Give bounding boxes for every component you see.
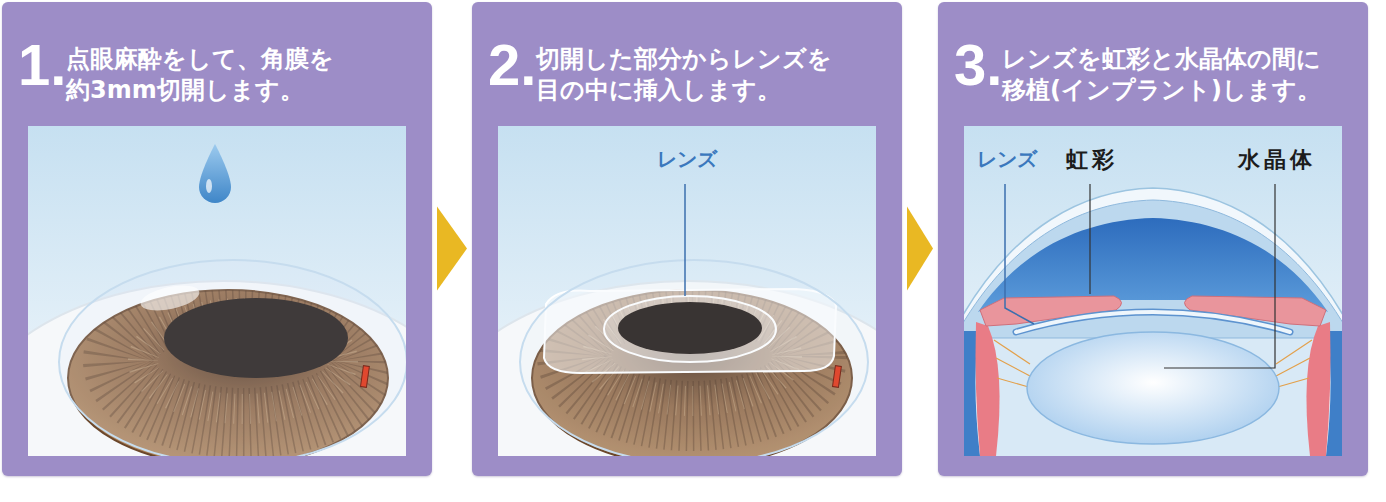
step-number: 2.: [488, 36, 536, 94]
step-arrow: [437, 207, 467, 291]
step-panel: 2.切開した部分からレンズを 目の中に挿入します。: [472, 2, 902, 476]
step-number: 3.: [954, 36, 1002, 94]
arrow-head: [437, 207, 467, 291]
posterior-area: [986, 326, 1320, 456]
step-description: 点眼麻酔をして、角膜を 約3mm切開します。: [66, 44, 338, 106]
step-description: レンズを虹彩と水晶体の間に 移植(インプラント)します。: [1002, 44, 1322, 106]
eye-section-illustration: [964, 126, 1342, 456]
eye-lens-insert-illustration: [498, 126, 876, 456]
ciliary-body-left: [976, 322, 1000, 456]
cornea-highlight: [138, 281, 201, 315]
step-panel: 1.点眼麻酔をして、角膜を 約3mm切開します。: [2, 2, 432, 476]
eye-drop: [199, 144, 231, 203]
step-arrow: [907, 207, 933, 291]
cornea: [520, 260, 868, 456]
leader-line: [1005, 184, 1034, 324]
leader-line: [1164, 184, 1275, 368]
leader-line: [684, 184, 686, 296]
implant-lens: [1016, 312, 1290, 332]
arrow-head: [907, 207, 933, 291]
crystalline-lens: [1027, 332, 1279, 444]
ciliary-body-right: [1306, 322, 1330, 456]
background: [964, 126, 1342, 456]
eye-drop-highlight: [206, 179, 212, 193]
incision-mark: [832, 366, 841, 388]
leader-line: [1089, 184, 1090, 294]
step-description: 切開した部分からレンズを 目の中に挿入します。: [536, 44, 832, 106]
zonule-fibers: [996, 358, 1030, 376]
incision-mark: [360, 366, 369, 388]
eye-front-illustration: [28, 126, 406, 456]
implant-lens-outline: [1016, 312, 1290, 332]
cornea: [59, 260, 406, 456]
step-panel: 3.レンズを虹彩と水晶体の間に 移植(インプラント)します。: [938, 2, 1368, 476]
step-number: 1.: [18, 36, 66, 94]
zonule-fibers: [1276, 358, 1310, 376]
